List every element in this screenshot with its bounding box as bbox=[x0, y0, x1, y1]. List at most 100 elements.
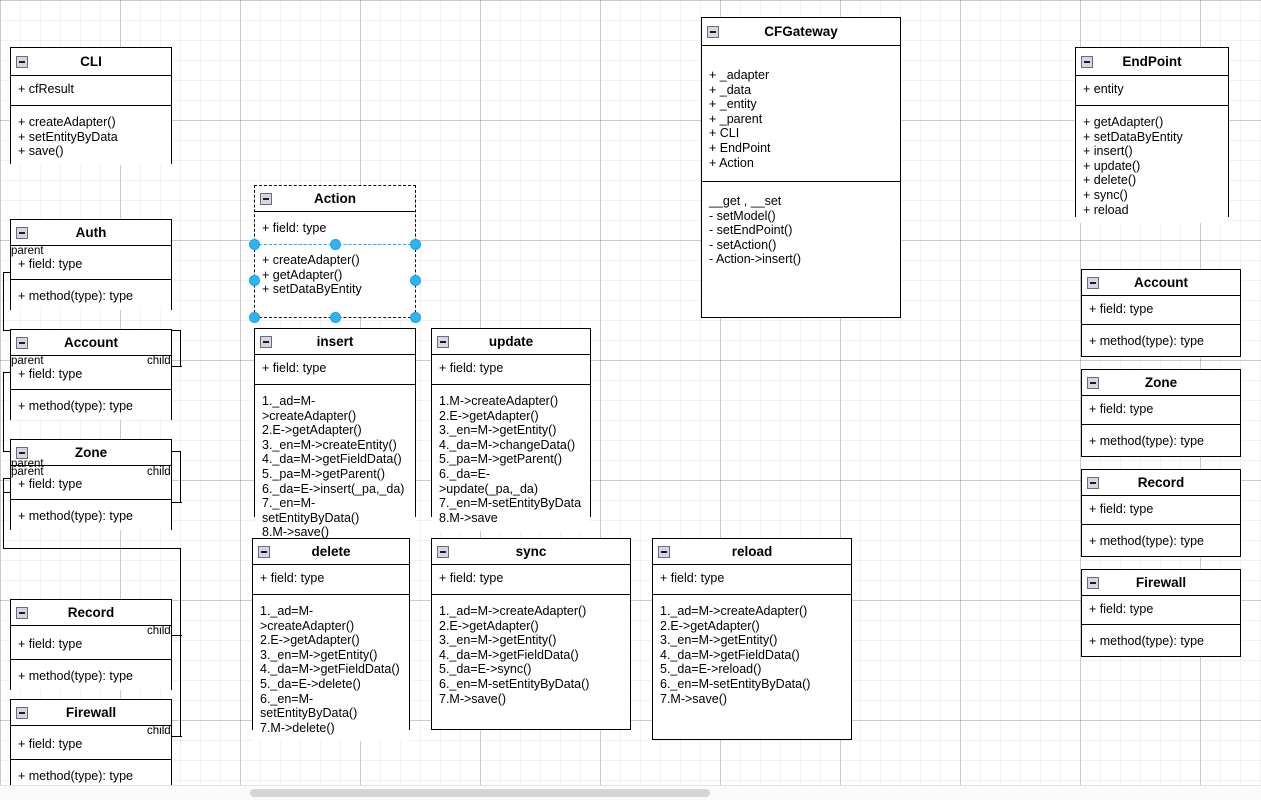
minus-box-icon[interactable] bbox=[16, 446, 28, 459]
class-box-cfgateway[interactable]: CFGateway + _adapter + _data + _entity +… bbox=[701, 17, 901, 318]
class-name: Firewall bbox=[65, 705, 117, 720]
class-attributes: + cfResult bbox=[11, 76, 171, 106]
class-attributes: + field: type bbox=[1082, 296, 1240, 325]
class-methods: 1._ad=M->createAdapter() 2.E->getAdapter… bbox=[253, 595, 409, 742]
class-methods-compartment-action[interactable]: + createAdapter() + getAdapter() + setDa… bbox=[254, 244, 416, 318]
class-name: Account bbox=[64, 335, 118, 350]
class-box-firewall-left[interactable]: Firewall + field: type + method(type): t… bbox=[10, 699, 172, 790]
class-methods: + method(type): type bbox=[11, 660, 171, 690]
minus-box-icon[interactable] bbox=[260, 192, 272, 205]
minus-box-icon[interactable] bbox=[707, 25, 719, 38]
class-title-bar: insert bbox=[255, 329, 415, 355]
selection-handle-bottom-center[interactable] bbox=[329, 312, 341, 323]
connector-account-parent-vertical bbox=[3, 372, 4, 451]
class-attributes: + field: type bbox=[11, 356, 171, 390]
connector-child-firewall-vertical bbox=[180, 635, 181, 736]
horizontal-scrollbar-thumb[interactable] bbox=[250, 789, 710, 797]
class-title-bar: reload bbox=[653, 539, 851, 565]
class-box-record-right[interactable]: Record + field: type + method(type): typ… bbox=[1081, 469, 1241, 557]
class-title-bar: Action bbox=[255, 186, 415, 212]
class-title-bar: Zone bbox=[1082, 370, 1240, 396]
connector-child-record-vertical bbox=[180, 548, 181, 635]
class-box-cli[interactable]: CLI + cfResult + createAdapter() + setEn… bbox=[10, 47, 172, 165]
class-box-auth[interactable]: Auth + field: type + method(type): type bbox=[10, 219, 172, 310]
selection-handle-top-right[interactable] bbox=[410, 239, 421, 250]
class-name: CFGateway bbox=[764, 24, 838, 39]
connector-child-account-vertical bbox=[180, 330, 181, 366]
minus-box-icon[interactable] bbox=[1087, 576, 1099, 589]
minus-box-icon[interactable] bbox=[260, 335, 272, 348]
class-box-sync[interactable]: sync + field: type 1._ad=M->createAdapte… bbox=[431, 538, 631, 730]
selection-handle-middle-left[interactable] bbox=[249, 275, 260, 286]
minus-box-icon[interactable] bbox=[1087, 276, 1099, 289]
minus-box-icon[interactable] bbox=[258, 545, 270, 558]
connector-child-account-stub bbox=[166, 366, 182, 367]
selection-handle-middle-right[interactable] bbox=[410, 275, 421, 286]
class-attributes: + field: type bbox=[432, 565, 630, 595]
class-name: insert bbox=[316, 334, 354, 349]
connector-left-spine bbox=[3, 492, 4, 548]
class-methods: + method(type): type bbox=[11, 500, 171, 530]
class-methods: + method(type): type bbox=[11, 390, 171, 420]
class-name: CLI bbox=[80, 54, 102, 69]
class-box-delete[interactable]: delete + field: type 1._ad=M->createAdap… bbox=[252, 538, 410, 742]
class-title-bar: Record bbox=[11, 600, 171, 626]
class-box-update[interactable]: update + field: type 1.M->createAdapter(… bbox=[431, 328, 591, 532]
class-methods: 1._ad=M->createAdapter() 2.E->getAdapter… bbox=[432, 595, 630, 713]
class-methods: + getAdapter() + setDataByEntity + inser… bbox=[1076, 106, 1228, 224]
minus-box-icon[interactable] bbox=[16, 606, 28, 619]
edge-label-parent-zone-a: parent bbox=[11, 458, 44, 470]
minus-box-icon[interactable] bbox=[16, 706, 28, 719]
class-name: Zone bbox=[74, 445, 108, 460]
class-box-zone-right[interactable]: Zone + field: type + method(type): type bbox=[1081, 369, 1241, 457]
minus-box-icon[interactable] bbox=[1081, 55, 1093, 68]
class-name: EndPoint bbox=[1122, 54, 1182, 69]
class-box-firewall-right[interactable]: Firewall + field: type + method(type): t… bbox=[1081, 569, 1241, 657]
class-box-account-left[interactable]: Account + field: type + method(type): ty… bbox=[10, 329, 172, 420]
connector-child-zone-vertical bbox=[180, 451, 181, 502]
class-methods: + method(type): type bbox=[1082, 325, 1240, 355]
class-name: sync bbox=[515, 544, 547, 559]
class-methods: 1.M->createAdapter() 2.E->getAdapter() 3… bbox=[432, 385, 590, 532]
class-box-zone-left[interactable]: Zone + field: type + method(type): type bbox=[10, 439, 172, 530]
minus-box-icon[interactable] bbox=[1087, 376, 1099, 389]
class-methods: + createAdapter() + setEntityByData + sa… bbox=[11, 106, 171, 165]
minus-box-icon[interactable] bbox=[16, 226, 28, 239]
selection-handle-bottom-left[interactable] bbox=[249, 312, 260, 323]
class-methods: + method(type): type bbox=[1082, 525, 1240, 555]
class-attributes: + field: type bbox=[1082, 496, 1240, 525]
class-name: reload bbox=[731, 544, 773, 559]
class-attributes: + entity bbox=[1076, 76, 1228, 106]
minus-box-icon[interactable] bbox=[16, 336, 28, 349]
class-attributes: + field: type bbox=[653, 565, 851, 595]
connector-child-firewall-stub bbox=[166, 736, 182, 737]
edge-label-child-account: child bbox=[147, 355, 171, 367]
class-title-bar: Account bbox=[1082, 270, 1240, 296]
edge-label-child-record: child bbox=[147, 625, 171, 637]
class-name: Action bbox=[314, 191, 356, 206]
class-box-endpoint[interactable]: EndPoint + entity + getAdapter() + setDa… bbox=[1075, 47, 1229, 224]
horizontal-scrollbar-track[interactable] bbox=[0, 785, 1261, 800]
selection-handle-bottom-right[interactable] bbox=[410, 312, 421, 323]
class-attributes: + field: type bbox=[432, 355, 590, 385]
minus-box-icon[interactable] bbox=[437, 545, 449, 558]
class-box-insert[interactable]: insert + field: type 1._ad=M->createAdap… bbox=[254, 328, 416, 546]
class-box-account-right[interactable]: Account + field: type + method(type): ty… bbox=[1081, 269, 1241, 357]
minus-box-icon[interactable] bbox=[437, 335, 449, 348]
class-name: Account bbox=[1134, 275, 1188, 290]
minus-box-icon[interactable] bbox=[16, 55, 28, 68]
minus-box-icon[interactable] bbox=[658, 545, 670, 558]
class-title-bar: Record bbox=[1082, 470, 1240, 496]
class-box-record-left[interactable]: Record + field: type + method(type): typ… bbox=[10, 599, 172, 690]
class-attributes: + field: type bbox=[11, 466, 171, 500]
class-methods: + method(type): type bbox=[11, 760, 171, 790]
class-name: Zone bbox=[1144, 375, 1178, 390]
selection-handle-top-center[interactable] bbox=[329, 239, 341, 250]
class-box-reload[interactable]: reload + field: type 1._ad=M->createAdap… bbox=[652, 538, 852, 740]
class-attributes: + field: type bbox=[11, 626, 171, 660]
selection-handle-top-left[interactable] bbox=[249, 239, 260, 250]
edge-label-parent-zone-b: parent bbox=[11, 466, 44, 478]
minus-box-icon[interactable] bbox=[1087, 476, 1099, 489]
class-methods: + method(type): type bbox=[1082, 425, 1240, 455]
